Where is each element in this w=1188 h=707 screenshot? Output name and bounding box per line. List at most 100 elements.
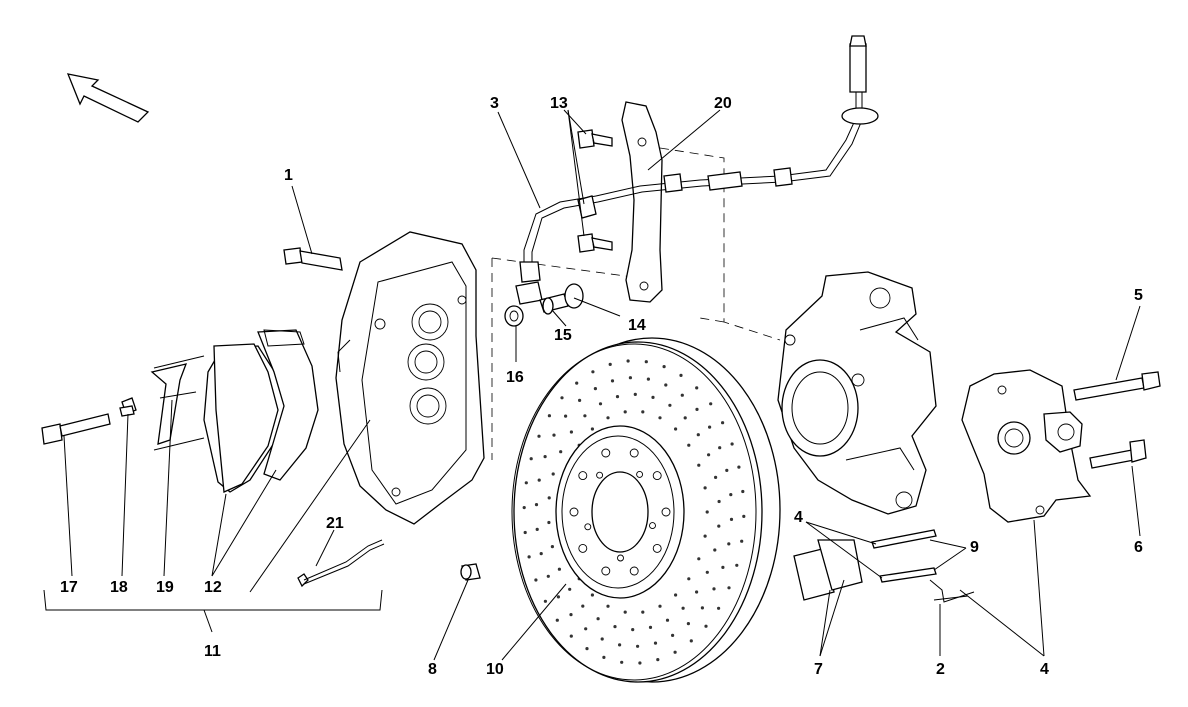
disc-hole <box>631 628 635 632</box>
disc-hole <box>705 510 709 514</box>
disc-hole <box>668 403 672 407</box>
disc-hole <box>636 644 640 648</box>
disc-hole <box>662 365 666 369</box>
bleed-screw <box>119 397 137 417</box>
callout-17: 17 <box>60 579 78 596</box>
disc-hole <box>633 392 637 396</box>
brake-hose <box>504 195 599 327</box>
disc-hole <box>555 618 559 622</box>
disc-hole <box>709 402 713 406</box>
disc-hole <box>686 622 691 626</box>
disc-hole <box>547 520 551 525</box>
disc-hole <box>615 395 620 399</box>
disc-hole <box>708 425 712 429</box>
disc-hole <box>658 416 662 420</box>
disc-hole <box>737 465 741 469</box>
disc-hole <box>656 658 660 662</box>
bracket-bolts <box>577 129 613 253</box>
disc-hole <box>704 624 708 628</box>
banjo-bolt <box>539 283 584 315</box>
disc-hole <box>590 593 595 597</box>
disc-hole <box>552 433 556 437</box>
disc-hole <box>522 506 526 510</box>
disc-hole <box>727 586 731 590</box>
parking-brake-caliper <box>961 369 1092 523</box>
parking-brake-pads <box>793 539 863 601</box>
disc-hole <box>600 637 604 641</box>
disc-hole <box>543 455 547 459</box>
disc-hole <box>628 376 633 380</box>
disc-hole <box>523 530 527 535</box>
disc-hole <box>689 639 693 643</box>
disc-hole <box>735 563 739 567</box>
disc-hole <box>673 650 677 654</box>
callout-4-left: 4 <box>794 509 803 526</box>
disc-hole <box>557 567 562 571</box>
hub-bolt-hole <box>629 448 639 458</box>
parking-brake-pins <box>871 529 937 583</box>
disc-hole <box>535 527 539 532</box>
disc-hole <box>695 590 699 594</box>
disc-hole <box>703 486 707 490</box>
disc-hole <box>547 414 552 418</box>
direction-arrow-icon <box>66 73 150 123</box>
disc-hole <box>568 587 572 591</box>
brake-caliper <box>335 231 485 525</box>
disc-hole <box>537 478 541 482</box>
disc-hole <box>697 463 701 467</box>
disc-hole <box>575 381 579 385</box>
disc-hole <box>697 557 701 561</box>
disc-hole <box>741 489 745 494</box>
disc-hole <box>717 499 721 504</box>
long-bolt <box>41 413 111 445</box>
disc-hole <box>721 421 725 425</box>
disc-screw <box>460 563 481 581</box>
disc-hole <box>564 414 568 418</box>
disc-hole <box>590 427 595 431</box>
brake-pads <box>203 329 319 493</box>
callout-2: 2 <box>936 661 945 678</box>
disc-hole <box>651 395 655 399</box>
disc-hole <box>550 545 555 549</box>
disc-hole <box>534 503 539 507</box>
hub-bolt-hole <box>652 543 662 553</box>
disc-hole <box>569 613 573 617</box>
disc-hole <box>664 383 668 387</box>
callout-1: 1 <box>284 167 293 184</box>
disc-hole <box>618 643 622 647</box>
disc-hole <box>569 634 573 638</box>
disc-hole <box>696 433 700 437</box>
disc-hole <box>610 379 615 383</box>
callout-3: 3 <box>490 95 499 112</box>
disc-hole <box>703 534 707 538</box>
disc-hole <box>593 387 598 391</box>
disc-hole <box>644 360 648 364</box>
disc-hole <box>674 427 678 431</box>
disc-hole <box>717 606 721 610</box>
disc-hole <box>674 593 678 597</box>
hub-stud-hole <box>596 471 604 479</box>
disc-hole <box>608 362 612 366</box>
disc-hole <box>742 514 746 519</box>
callout-19: 19 <box>156 579 174 596</box>
disc-hole <box>653 641 658 645</box>
disc-hole <box>712 587 716 591</box>
disc-hole <box>524 481 528 485</box>
disc-hole <box>683 416 687 420</box>
disc-hole <box>648 625 653 630</box>
disc-hole <box>537 434 541 438</box>
disc-hole <box>585 647 589 651</box>
disc-hole <box>529 457 533 461</box>
callout-13: 13 <box>550 95 568 112</box>
disc-hole <box>638 661 642 665</box>
callout-18: 18 <box>110 579 128 596</box>
disc-hole <box>606 604 610 608</box>
callout-16: 16 <box>506 369 524 386</box>
disc-hole <box>583 414 587 418</box>
disc-hole <box>598 402 603 406</box>
callout-12: 12 <box>204 579 222 596</box>
disc-hole <box>740 539 744 543</box>
disc-hole <box>546 574 550 578</box>
disc-hole <box>641 610 645 614</box>
disc-hole <box>727 542 731 546</box>
